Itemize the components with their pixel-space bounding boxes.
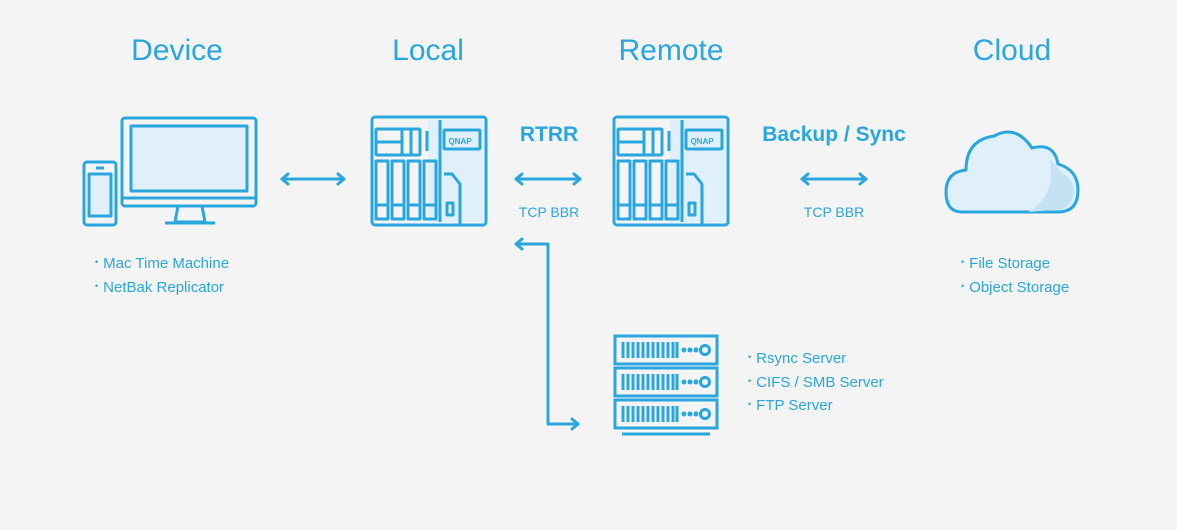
list-item: CIFS / SMB Server xyxy=(748,372,884,396)
backup-sync-protocol: TCP BBR xyxy=(803,204,865,220)
column-title-local: Local xyxy=(392,34,464,67)
rtrr-protocol: TCP BBR xyxy=(518,204,580,220)
list-item: Object Storage xyxy=(961,277,1069,301)
nas-icon: QNAP xyxy=(370,115,488,227)
phone-icon xyxy=(82,160,118,227)
list-item: NetBak Replicator xyxy=(95,277,229,301)
svg-text:QNAP: QNAP xyxy=(690,137,714,146)
list-item: Rsync Server xyxy=(748,348,884,372)
device-local-arrow xyxy=(280,172,346,186)
cloud-feature-list: File Storage Object Storage xyxy=(961,253,1069,300)
server-feature-list: Rsync Server CIFS / SMB Server FTP Serve… xyxy=(748,348,884,419)
cloud-icon xyxy=(944,130,1080,214)
backup-sync-label: Backup / Sync xyxy=(762,123,906,146)
list-item: File Storage xyxy=(961,253,1069,277)
svg-text:QNAP: QNAP xyxy=(448,137,472,146)
local-remote-arrow xyxy=(514,172,582,186)
list-item: FTP Server xyxy=(748,395,884,419)
server-rack-icon xyxy=(613,334,719,436)
column-title-device: Device xyxy=(131,34,223,67)
remote-cloud-arrow xyxy=(800,172,868,186)
nas-icon: QNAP xyxy=(612,115,730,227)
column-title-cloud: Cloud xyxy=(972,34,1052,67)
rtrr-label: RTRR xyxy=(519,123,579,146)
monitor-icon xyxy=(120,116,258,225)
column-title-remote: Remote xyxy=(618,34,724,67)
device-feature-list: Mac Time Machine NetBak Replicator xyxy=(95,253,229,300)
local-server-arrow xyxy=(514,237,580,431)
list-item: Mac Time Machine xyxy=(95,253,229,277)
